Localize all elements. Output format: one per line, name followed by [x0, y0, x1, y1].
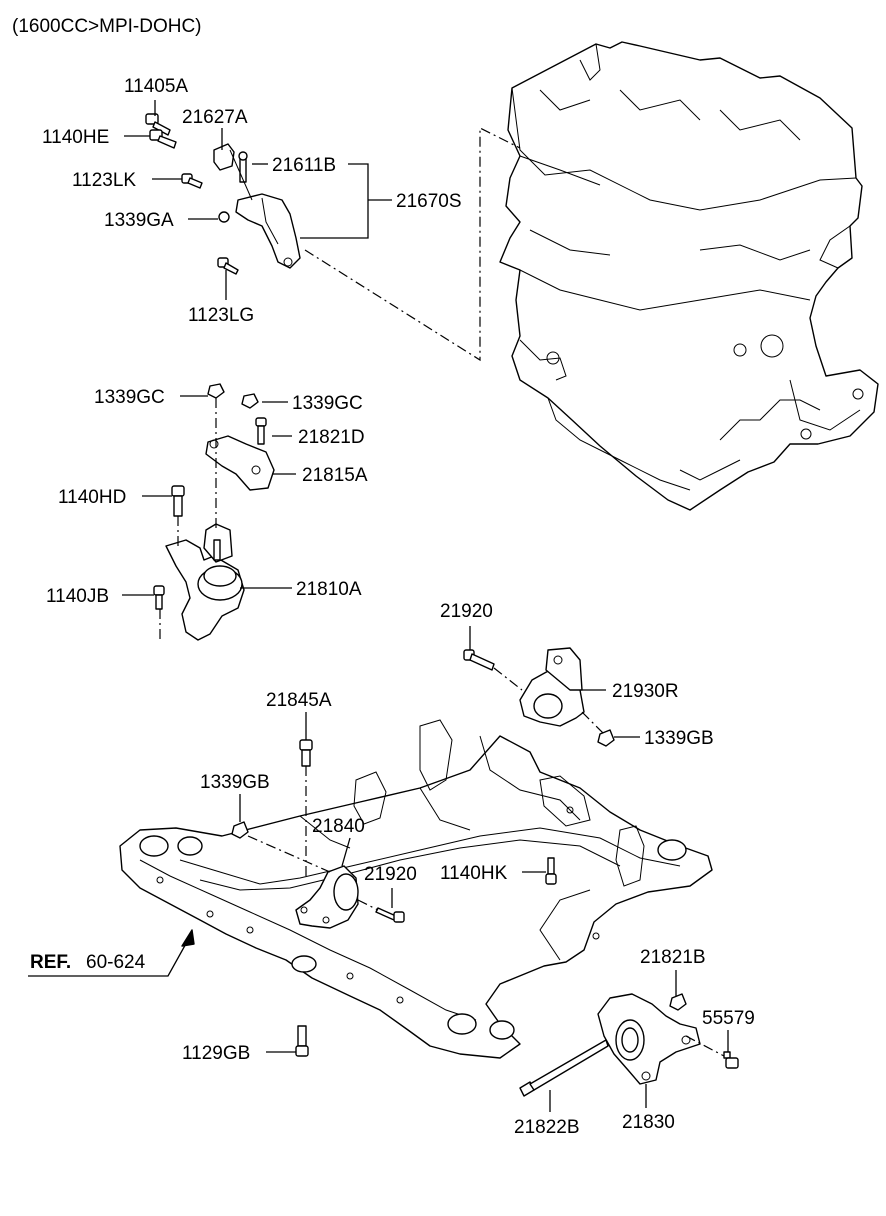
- label-21840: 21840: [312, 816, 365, 837]
- label-1339GC-a: 1339GC: [94, 387, 165, 408]
- bolt-21845A-icon: [299, 739, 313, 767]
- label-21920-b: 21920: [364, 864, 417, 885]
- bolt-1140HK-icon: [545, 857, 557, 885]
- label-1339GB-a: 1339GB: [644, 728, 714, 749]
- bolt-1123LG-icon: [217, 257, 239, 275]
- label-11405A: 11405A: [124, 76, 188, 97]
- reference-arrow: [28, 929, 195, 977]
- label-1339GC-b: 1339GC: [292, 393, 363, 414]
- diagram-title: (1600CC>MPI-DOHC): [12, 16, 202, 37]
- stud-21611B-icon: [238, 151, 248, 183]
- label-1140JB: 1140JB: [46, 586, 109, 607]
- label-1339GB-b: 1339GB: [200, 772, 270, 793]
- bolt-11405A-icon: [145, 113, 171, 136]
- engine-mount-assembly: [153, 383, 275, 641]
- rear-mount-assembly: [463, 647, 615, 747]
- label-21830: 21830: [622, 1112, 675, 1133]
- bolt-21920-a-icon: [463, 649, 495, 671]
- label-21810A: 21810A: [296, 579, 362, 600]
- bolt-21821D-icon: [255, 417, 267, 445]
- label-1339GA: 1339GA: [104, 210, 174, 231]
- label-21815A: 21815A: [302, 465, 368, 486]
- label-21920-a: 21920: [440, 601, 493, 622]
- bolt-55579-icon: [723, 1051, 739, 1069]
- label-1123LG: 1123LG: [188, 305, 254, 326]
- bolt-1140JB-icon: [153, 585, 165, 610]
- bracket-21670S-icon: [235, 193, 301, 269]
- nut-1339GC-a-icon: [207, 383, 225, 399]
- label-1129GB: 1129GB: [182, 1043, 250, 1064]
- label-1140HE: 1140HE: [42, 127, 109, 148]
- label-21845A: 21845A: [266, 690, 332, 711]
- nut-1339GB-a-icon: [597, 729, 615, 747]
- label-21930R: 21930R: [612, 681, 679, 702]
- bolt-1140HE-icon: [149, 129, 177, 149]
- bolt-21920-b-icon: [375, 907, 405, 923]
- nut-1339GB-b-icon: [231, 821, 249, 839]
- mount-21830-icon: [597, 993, 701, 1085]
- bolt-1123LK-icon: [181, 173, 203, 189]
- front-mount-assembly: [231, 739, 405, 929]
- clip-21627A-icon: [213, 143, 235, 171]
- reference-code: 60-624: [86, 952, 146, 973]
- bolt-21822B-icon: [519, 1039, 609, 1097]
- subframe: [119, 719, 713, 1059]
- bolt-1140HD-icon: [171, 485, 185, 517]
- bolt-1129GB-icon: [295, 1025, 309, 1057]
- label-1140HK: 1140HK: [440, 863, 508, 884]
- label-21821D: 21821D: [298, 427, 365, 448]
- label-21822B: 21822B: [514, 1117, 580, 1138]
- bracket-engine-link: [304, 127, 521, 362]
- bracket-21815A-icon: [205, 435, 275, 491]
- nut-1339GA-icon: [218, 211, 230, 223]
- label-1140HD: 1140HD: [58, 487, 126, 508]
- nut-21821B-icon: [669, 993, 687, 1011]
- nut-1339GC-b-icon: [241, 393, 259, 409]
- label-21821B: 21821B: [640, 947, 706, 968]
- label-21627A: 21627A: [182, 107, 248, 128]
- transmission-mount-assembly: [519, 993, 739, 1097]
- engine-block: [499, 41, 879, 511]
- label-1123LK: 1123LK: [72, 170, 136, 191]
- label-21670S: 21670S: [396, 191, 462, 212]
- label-55579: 55579: [702, 1008, 755, 1029]
- reference-prefix: REF.: [30, 952, 71, 973]
- upper-bracket-assembly: [145, 113, 301, 275]
- label-21611B: 21611B: [272, 155, 336, 176]
